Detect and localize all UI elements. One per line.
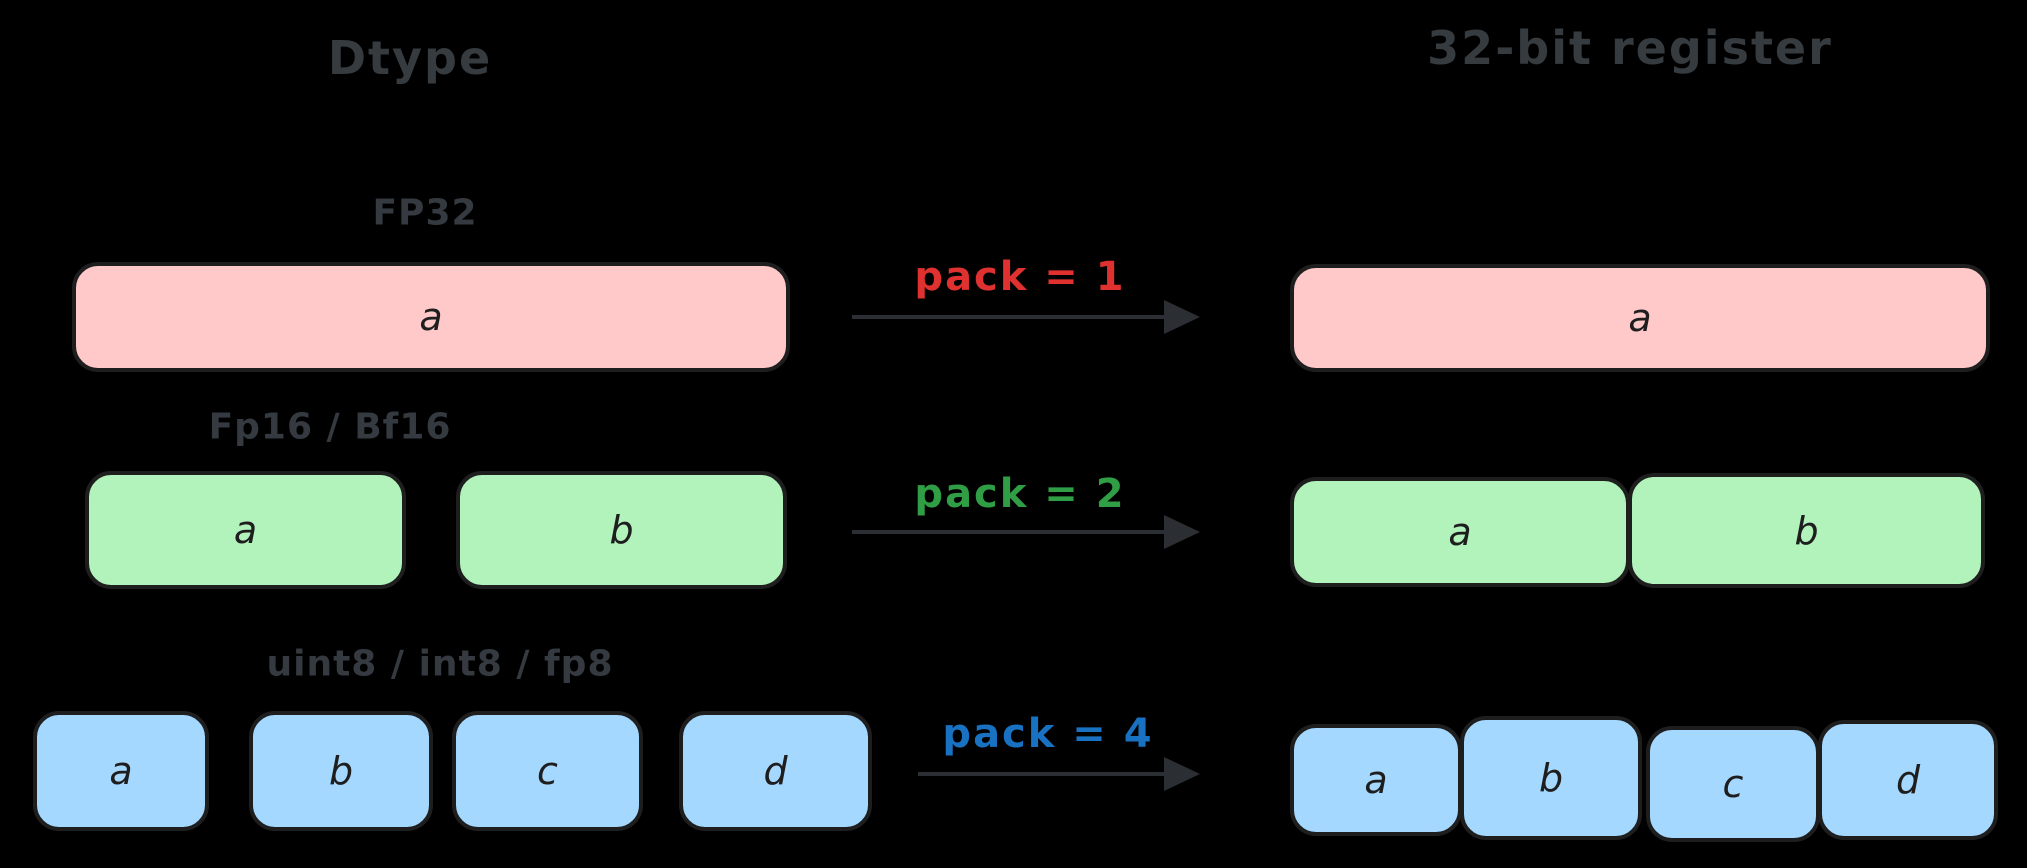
register-box-letter: a [1628, 296, 1652, 340]
dtype-box: a [72, 262, 790, 372]
register-box-letter: a [1364, 758, 1388, 802]
pack-arrow [918, 772, 1164, 776]
dtype-box-letter: a [109, 749, 133, 793]
dtype-box-letter: c [537, 749, 558, 793]
register-box-letter: a [1448, 510, 1472, 554]
pack-arrow [852, 315, 1164, 319]
dtype-column-title: Dtype [327, 31, 493, 85]
pack-arrow [852, 530, 1164, 534]
register-box: d [1818, 720, 1998, 840]
register-box: c [1646, 726, 1820, 842]
dtype-box: b [456, 471, 787, 589]
pack-arrow-head-icon [1164, 515, 1200, 549]
dtype-box: b [249, 711, 433, 831]
register-column-title: 32-bit register [1427, 21, 1833, 75]
register-box-letter: c [1722, 762, 1744, 806]
register-box: a [1290, 477, 1630, 587]
pack-count-label: pack = 1 [914, 254, 1126, 300]
register-box-letter: b [1794, 508, 1819, 553]
register-box: a [1290, 724, 1462, 836]
register-box: b [1628, 473, 1985, 588]
dtype-box: d [679, 711, 872, 831]
register-box-letter: d [1895, 758, 1921, 802]
dtype-row-label: uint8 / int8 / fp8 [266, 643, 614, 685]
dtype-box-letter: b [609, 508, 634, 552]
pack-count-label: pack = 4 [942, 711, 1154, 757]
pack-arrow-head-icon [1164, 757, 1200, 791]
register-box: a [1290, 264, 1990, 372]
pack-arrow-head-icon [1164, 300, 1200, 334]
dtype-box-letter: a [233, 508, 258, 552]
dtype-row-label: FP32 [372, 192, 478, 234]
dtype-box-letter: d [763, 749, 788, 793]
register-box: b [1460, 716, 1642, 840]
dtype-box-letter: b [328, 749, 354, 793]
dtype-box: c [452, 711, 643, 831]
dtype-box: a [33, 711, 209, 831]
pack-count-label: pack = 2 [914, 471, 1126, 517]
dtype-box: a [85, 471, 406, 589]
register-box-letter: b [1538, 756, 1564, 800]
dtype-row-label: Fp16 / Bf16 [208, 406, 452, 448]
dtype-box-letter: a [419, 295, 443, 339]
